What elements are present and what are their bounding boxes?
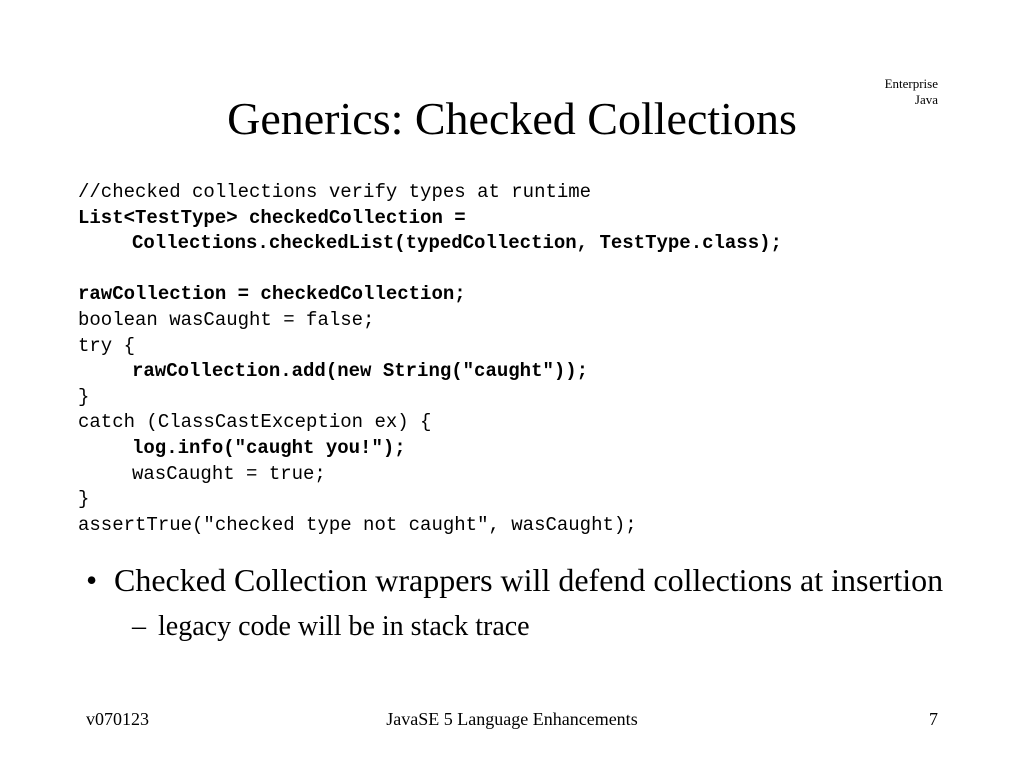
code-line-blank — [78, 257, 978, 283]
sub-bullet-marker: – — [132, 611, 146, 642]
footer-version: v070123 — [86, 709, 149, 729]
code-line-was-caught-set: wasCaught = true; — [132, 462, 326, 485]
sub-bullet-item: – legacy code will be in stack trace — [78, 609, 958, 645]
course-tag-line2: Java — [914, 92, 938, 107]
sub-bullet-text: legacy code will be in stack trace — [158, 611, 530, 642]
code-line-try-close: } — [78, 385, 90, 408]
footer-course-title: JavaSE 5 Language Enhancements — [386, 709, 638, 729]
footer-page-number: 7 — [929, 709, 938, 729]
course-tag-line1: Enterprise — [884, 76, 938, 91]
code-line-checked-list-call: Collections.checkedList(typedCollection,… — [132, 232, 782, 255]
code-line-was-caught-init: boolean wasCaught = false; — [78, 308, 375, 331]
bullet-text: Checked Collection wrappers will defend … — [114, 562, 944, 598]
course-tag: Enterprise Java — [818, 76, 938, 108]
code-line-assert: assertTrue("checked type not caught", wa… — [78, 513, 637, 536]
slide-title: Generics: Checked Collections — [227, 93, 797, 144]
code-block: //checked collections verify types at ru… — [78, 180, 978, 538]
code-line-raw-add: rawCollection.add(new String("caught")); — [132, 360, 589, 383]
code-line-comment: //checked collections verify types at ru… — [78, 181, 592, 203]
bullet-item: • Checked Collection wrappers will defen… — [78, 560, 958, 601]
code-line-raw-assignment: rawCollection = checkedCollection; — [78, 283, 466, 306]
code-line-declaration: List<TestType> checkedCollection = — [78, 206, 466, 229]
code-line-log-info: log.info("caught you!"); — [132, 436, 406, 459]
code-line-catch-open: catch (ClassCastException ex) { — [78, 411, 432, 434]
code-line-try-open: try { — [78, 334, 136, 357]
code-line-catch-close: } — [78, 488, 90, 511]
bullet-list: • Checked Collection wrappers will defen… — [78, 560, 958, 645]
bullet-marker: • — [86, 562, 98, 598]
